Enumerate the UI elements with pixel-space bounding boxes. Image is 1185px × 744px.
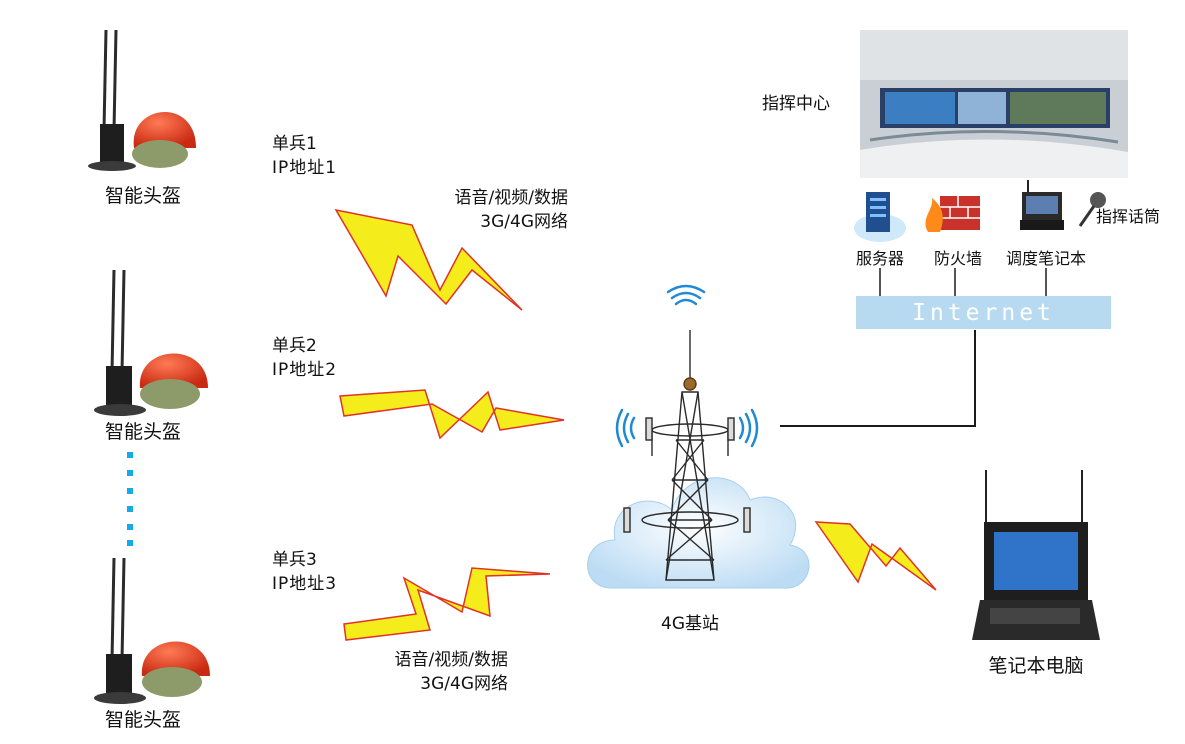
link-top-line1: 语音/视频/数据 (454, 188, 568, 208)
helmet-device-2 (94, 269, 208, 416)
server-icon (854, 192, 906, 242)
command-center-photo (860, 30, 1128, 178)
soldier-ip-2: IP地址2 (272, 360, 338, 380)
cloud-icon (587, 477, 810, 589)
laptop-label: 笔记本电脑 (988, 655, 1084, 677)
more-helmets-dots (127, 452, 133, 546)
link-top-line2: 3G/4G网络 (480, 212, 568, 232)
helmet-label-2: 智能头盔 (104, 421, 181, 443)
dispatch-laptop-icon (1020, 180, 1064, 230)
firewall-icon (925, 196, 980, 232)
soldier-name-3: 单兵3 (272, 550, 317, 570)
internet-bar: Internet (856, 296, 1111, 329)
signal-waves-icon (615, 284, 759, 448)
helmet-device-3 (94, 557, 210, 704)
server-label: 服务器 (855, 249, 904, 268)
dispatch-laptop-label: 调度笔记本 (1005, 249, 1086, 268)
cell-tower-icon (623, 330, 751, 581)
rugged-laptop-icon (972, 470, 1100, 640)
helmet-device-1 (88, 29, 196, 171)
command-center-label: 指挥中心 (762, 94, 830, 114)
base-station-label: 4G基站 (661, 614, 719, 634)
wireless-link-soldier-1 (334, 208, 523, 311)
microphone-icon (1078, 192, 1106, 227)
soldier-ip-1: IP地址1 (272, 158, 338, 178)
soldier-name-1: 单兵1 (272, 134, 317, 154)
link-bottom-line1: 语音/视频/数据 (394, 650, 508, 670)
helmet-label-3: 智能头盔 (104, 709, 181, 731)
wired-link-internet (780, 330, 976, 427)
soldier-name-2: 单兵2 (272, 336, 317, 356)
wireless-link-soldier-2 (339, 389, 565, 440)
wireless-link-soldier-3 (343, 567, 551, 641)
firewall-label: 防火墙 (933, 249, 982, 268)
wireless-link-laptop (814, 521, 937, 591)
microphone-label: 指挥话筒 (1096, 207, 1161, 226)
soldier-ip-3: IP地址3 (272, 574, 338, 594)
helmet-label-1: 智能头盔 (104, 185, 181, 207)
link-bottom-line2: 3G/4G网络 (420, 674, 508, 694)
